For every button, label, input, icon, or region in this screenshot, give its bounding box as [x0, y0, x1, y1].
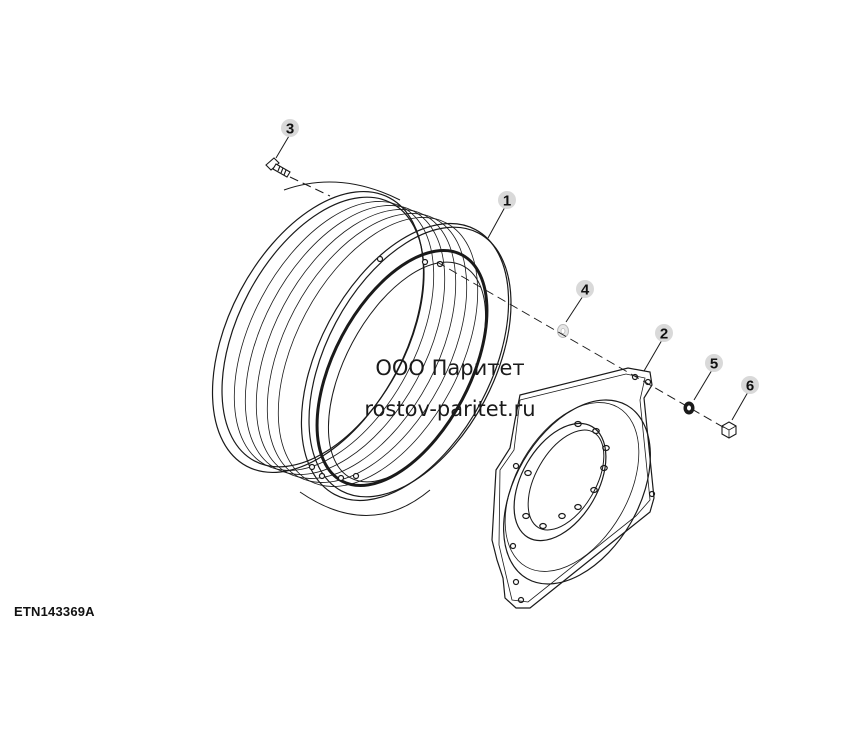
callout-6: 6 [741, 376, 759, 395]
wheel-rim [211, 181, 512, 516]
callout-2: 2 [655, 324, 673, 343]
callout-1: 1 [498, 191, 516, 210]
lock-washer [683, 401, 695, 415]
callout-1-label: 1 [503, 193, 511, 210]
callout-5-label: 5 [710, 356, 718, 373]
leader-lines [275, 135, 749, 421]
assembly-centerline [289, 176, 729, 431]
callout-3-label: 3 [286, 121, 294, 138]
callout-5: 5 [705, 354, 723, 373]
watermark-company: ООО Паритет [375, 356, 525, 380]
watermark-url: rostov-paritet.ru [364, 397, 536, 421]
nut [721, 421, 737, 439]
callout-6-label: 6 [746, 378, 754, 395]
callout-3: 3 [281, 119, 299, 138]
washer [557, 324, 569, 338]
bolt [265, 157, 291, 178]
callout-4-label: 4 [581, 282, 590, 299]
figure-id: ETN143369A [14, 604, 95, 619]
callout-4: 4 [576, 280, 594, 299]
callout-2-label: 2 [660, 326, 668, 343]
wheel-center-disc [491, 367, 656, 609]
